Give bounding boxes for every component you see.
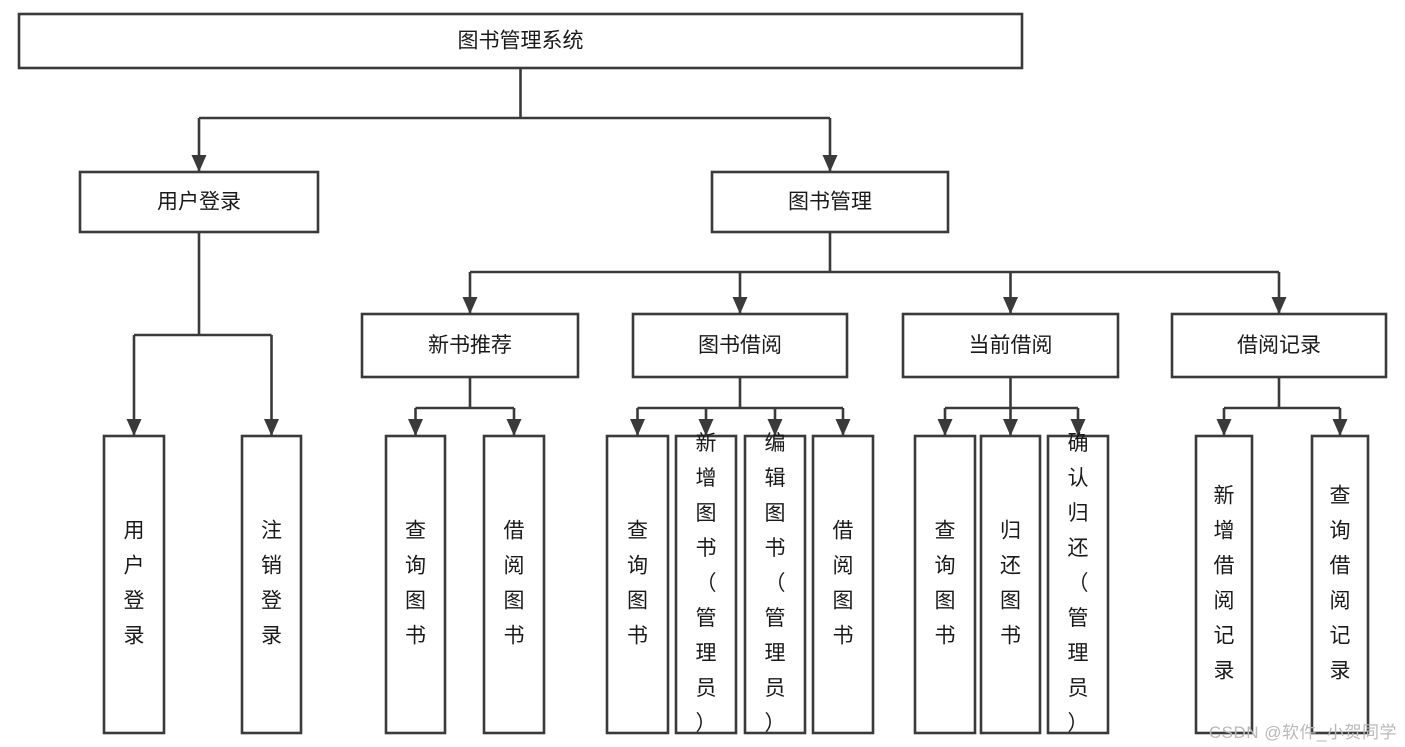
arrow-head-icon	[462, 297, 478, 314]
node-level2-1[interactable]: 图书管理	[710, 170, 950, 234]
arrow-head-icon	[1003, 297, 1018, 314]
node-box[interactable]	[1046, 434, 1110, 735]
connector-layer	[126, 68, 1348, 436]
arrow-head-icon	[630, 419, 645, 436]
node-label: 编辑图书（管理员）	[765, 432, 786, 735]
node-box[interactable]	[674, 434, 738, 735]
node-leaf-9[interactable]: 归还图书	[979, 434, 1042, 735]
node-label: 归还图书	[1000, 520, 1021, 648]
node-leaf-5[interactable]: 新增图书（管理员）	[674, 432, 738, 735]
node-label: 借阅图书	[504, 520, 525, 648]
arrow-head-icon	[1216, 419, 1232, 436]
node-leaf-10[interactable]: 确认归还（管理员）	[1046, 432, 1110, 735]
node-box[interactable]	[482, 434, 546, 735]
node-label: 图书借阅	[698, 334, 782, 357]
arrow-head-icon	[767, 419, 783, 436]
arrow-head-icon	[1271, 297, 1287, 314]
node-label: 用户登录	[157, 191, 241, 214]
node-label: 新书推荐	[428, 334, 512, 357]
node-leaf-11[interactable]: 新增借阅记录	[1194, 434, 1254, 735]
node-root-0[interactable]: 图书管理系统	[17, 12, 1024, 70]
node-level3-0[interactable]: 新书推荐	[360, 312, 580, 379]
node-box[interactable]	[1170, 312, 1388, 379]
node-label: 查询借阅记录	[1330, 485, 1351, 683]
node-label: 图书管理	[788, 191, 872, 214]
arrow-head-icon	[506, 419, 522, 436]
node-leaf-7[interactable]: 借阅图书	[811, 434, 875, 735]
node-leaf-8[interactable]: 查询图书	[913, 434, 977, 735]
node-box[interactable]	[1310, 434, 1370, 735]
node-label: 借阅图书	[833, 520, 854, 648]
node-level3-3[interactable]: 借阅记录	[1170, 312, 1388, 379]
node-box[interactable]	[979, 434, 1042, 735]
node-box[interactable]	[811, 434, 875, 735]
node-label: 确认归还（管理员）	[1068, 432, 1089, 735]
node-level2-0[interactable]: 用户登录	[78, 170, 320, 234]
node-leaf-2[interactable]: 查询图书	[384, 434, 447, 735]
arrow-head-icon	[126, 419, 142, 436]
arrow-head-icon	[732, 297, 748, 314]
node-box[interactable]	[710, 170, 950, 234]
node-box[interactable]	[605, 434, 670, 735]
node-box[interactable]	[102, 434, 166, 735]
arrow-head-icon	[264, 419, 279, 436]
arrow-head-icon	[835, 419, 851, 436]
arrow-head-icon	[1332, 419, 1348, 436]
node-label: 借阅记录	[1237, 334, 1321, 357]
arrow-head-icon	[1003, 419, 1018, 436]
node-box[interactable]	[901, 312, 1120, 379]
arrow-head-icon	[698, 419, 714, 436]
arrow-head-icon	[408, 419, 423, 436]
node-label: 新增借阅记录	[1214, 485, 1235, 683]
node-box[interactable]	[17, 12, 1024, 70]
node-level3-1[interactable]: 图书借阅	[631, 312, 849, 379]
csdn-watermark: CSDN @软件_小贺同学	[1208, 723, 1397, 742]
node-label: 注销登录	[261, 520, 282, 648]
node-leaf-4[interactable]: 查询图书	[605, 434, 670, 735]
node-box[interactable]	[1194, 434, 1254, 735]
node-leaf-0[interactable]: 用户登录	[102, 434, 166, 735]
node-label: 查询图书	[627, 520, 648, 648]
node-label: 新增图书（管理员）	[696, 432, 717, 735]
node-label: 图书管理系统	[458, 30, 584, 53]
node-box[interactable]	[360, 312, 580, 379]
node-layer: 图书管理系统用户登录图书管理新书推荐图书借阅当前借阅借阅记录用户登录注销登录查询…	[17, 12, 1388, 735]
arrow-head-icon	[822, 155, 838, 172]
node-leaf-1[interactable]: 注销登录	[240, 434, 303, 735]
node-box[interactable]	[384, 434, 447, 735]
node-label: 查询图书	[405, 520, 426, 648]
node-box[interactable]	[913, 434, 977, 735]
node-level3-2[interactable]: 当前借阅	[901, 312, 1120, 379]
node-label: 当前借阅	[969, 334, 1053, 357]
arrow-head-icon	[191, 155, 207, 172]
arrow-head-icon	[937, 419, 953, 436]
node-leaf-3[interactable]: 借阅图书	[482, 434, 546, 735]
node-box[interactable]	[743, 434, 807, 735]
node-box[interactable]	[240, 434, 303, 735]
arrow-head-icon	[1070, 419, 1086, 436]
node-leaf-6[interactable]: 编辑图书（管理员）	[743, 432, 807, 735]
node-box[interactable]	[78, 170, 320, 234]
node-label: 用户登录	[124, 520, 145, 648]
node-label: 查询图书	[935, 520, 956, 648]
node-box[interactable]	[631, 312, 849, 379]
node-leaf-12[interactable]: 查询借阅记录	[1310, 434, 1370, 735]
